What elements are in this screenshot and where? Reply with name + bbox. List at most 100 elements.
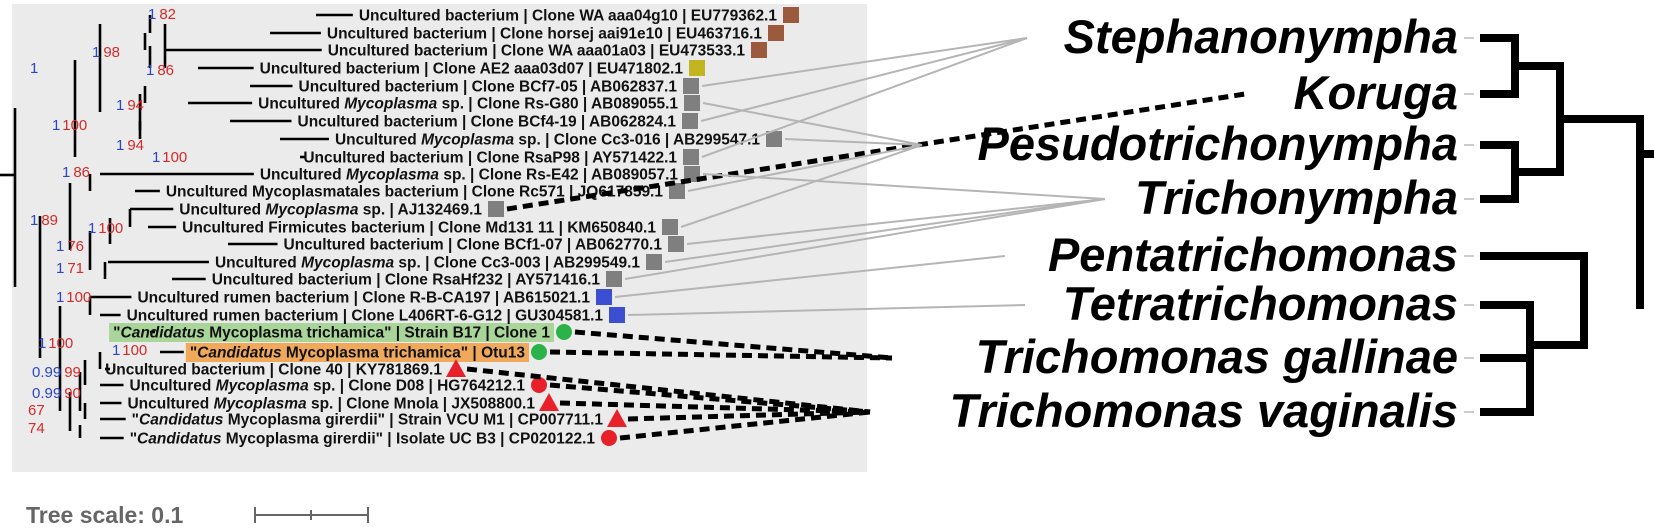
clone-label-part: Uncultured bacterium | Clone 40 | KY7818… (105, 362, 442, 379)
clone-label-part: Candidatus (121, 325, 206, 342)
marker-square (684, 166, 700, 182)
support-bootstrap: 100 (98, 220, 123, 237)
association-line (680, 144, 923, 228)
clone-highlight (185, 343, 529, 362)
association-line (701, 37, 1028, 87)
marker-square (669, 183, 685, 199)
clone-label-part: Mycoplasma (214, 396, 307, 413)
clone-label: Uncultured bacterium | Clone AE2 aaa03d0… (260, 61, 684, 78)
association-line (664, 198, 1106, 263)
support-bootstrap: 98 (103, 44, 120, 61)
clone-label: "Candidatus Mycoplasma trichamica" | Otu… (190, 345, 526, 362)
association-line (700, 37, 1028, 122)
clone-label-part: Mycoplasma trichamica" | Otu13 (282, 345, 526, 362)
clone-label-part: sp. | Clone Cc3-003 | AB299549.1 (394, 255, 640, 272)
clone-label: Uncultured Mycoplasma sp. | AJ132469.1 (179, 202, 482, 219)
clone-label-part: sp. | Clone Mnola | JX508800.1 (307, 396, 536, 413)
clone-label-part: Mycoplasma (265, 202, 358, 219)
host-tree-branch (1480, 354, 1534, 416)
clone-label: Uncultured rumen bacterium | Clone R-B-C… (137, 290, 590, 307)
clone-label: Uncultured Mycoplasma sp. | Clone Cc3-00… (215, 255, 640, 272)
marker-triangle (607, 409, 627, 427)
clone-label: Uncultured bacterium | Clone BCf7-05 | A… (299, 79, 678, 96)
marker-square (683, 78, 699, 94)
support-value: 74 (28, 420, 45, 437)
association-line (702, 173, 1106, 200)
clone-label-part: Uncultured bacterium | Clone RsaP98 | AY… (303, 150, 677, 167)
support-posterior: 1 (52, 117, 60, 134)
support-posterior: 1 (146, 62, 154, 79)
support-value: 1 (30, 60, 38, 77)
marker-square (751, 42, 767, 58)
clone-label-part: sp. | Clone D08 | HG764212.1 (309, 378, 526, 395)
marker-circle (531, 344, 547, 360)
clone-label-part: sp. | AJ132469.1 (358, 202, 482, 219)
clone-label-part: Uncultured (335, 132, 421, 149)
host-label: Tetratrichomonas (1063, 277, 1458, 330)
tree-scale-label: Tree scale: 0.1 (26, 502, 183, 528)
marker-square (689, 60, 705, 76)
clone-label-part: Uncultured (260, 167, 346, 184)
host-label: Pentatrichomonas (1048, 228, 1458, 281)
clone-label-part: Uncultured bacterium | Clone WA aaa04g10… (359, 8, 778, 25)
support-bootstrap: 76 (67, 238, 84, 255)
marker-square (596, 289, 612, 305)
clone-label-part: sp. | Clone Rs-E42 | AB089057.1 (439, 167, 678, 184)
support-bootstrap: 100 (48, 335, 73, 352)
marker-square (646, 254, 662, 270)
association-line-dashed (549, 382, 871, 415)
support-posterior: 1 (88, 220, 96, 237)
clone-label-part: Uncultured bacterium | Clone horsej aai9… (327, 26, 762, 43)
clone-label-part: Uncultured (127, 396, 213, 413)
support-posterior: 0.99 (32, 385, 61, 402)
support-bootstrap: 67 (28, 402, 45, 419)
clone-label: Uncultured bacterium | Clone WA aaa01a03… (328, 43, 746, 60)
clone-highlights (109, 323, 554, 362)
clone-label: Uncultured Mycoplasma sp. | Clone D08 | … (130, 378, 526, 395)
association-line (702, 102, 923, 146)
support-posterior: 1 (62, 164, 70, 181)
support-posterior: 1 (38, 335, 46, 352)
association-line (784, 138, 923, 146)
marker-square (606, 271, 622, 287)
clone-label-part: Candidatus (139, 412, 224, 429)
host-label: Trichomonas gallinae (976, 330, 1458, 383)
clone-label-part: Candidatus (137, 431, 222, 448)
association-line (687, 144, 923, 192)
host-label: Stephanonympha (1064, 10, 1458, 63)
marker-square (662, 219, 678, 235)
association-line (686, 198, 1106, 245)
clone-label: "Candidatus Mycoplasma trichamica" | Str… (113, 325, 550, 342)
host-label: Trichonympha (1135, 171, 1458, 224)
clone-label-part: Uncultured Firmicutes bacterium | Clone … (182, 220, 656, 237)
clone-label-part: Uncultured bacterium | Clone AE2 aaa03d0… (260, 61, 684, 78)
marker-square (668, 236, 684, 252)
clone-label-part: Uncultured bacterium | Clone BCf7-05 | A… (299, 79, 678, 96)
support-posterior: 1 (56, 289, 64, 306)
association-line-dashed (466, 366, 871, 415)
host-tree-branch (1480, 34, 1519, 98)
association-line (701, 37, 1028, 158)
marker-square (766, 131, 782, 147)
support-bootstrap: 100 (122, 342, 147, 359)
clone-label-part: Mycoplasma girerdii" | Isolate UC B3 | C… (221, 431, 595, 448)
association-line-dashed (574, 329, 893, 361)
clone-label-part: sp. | Clone Rs-G80 | AB089055.1 (437, 96, 678, 113)
clone-label: Uncultured rumen bacterium | Clone L406R… (127, 308, 604, 325)
marker-circle (531, 377, 547, 393)
association-line-dashed (619, 409, 871, 441)
host-markers (446, 7, 799, 446)
clone-label-part: Uncultured (179, 202, 265, 219)
support-bootstrap: 89 (41, 212, 58, 229)
host-tree-branch (1556, 115, 1644, 309)
bacterial-phylogeny-tree (0, 13, 353, 440)
support-posterior: 1 (116, 137, 124, 154)
clone-label: Uncultured bacterium | Clone horsej aai9… (327, 26, 762, 43)
marker-triangle (446, 359, 466, 377)
